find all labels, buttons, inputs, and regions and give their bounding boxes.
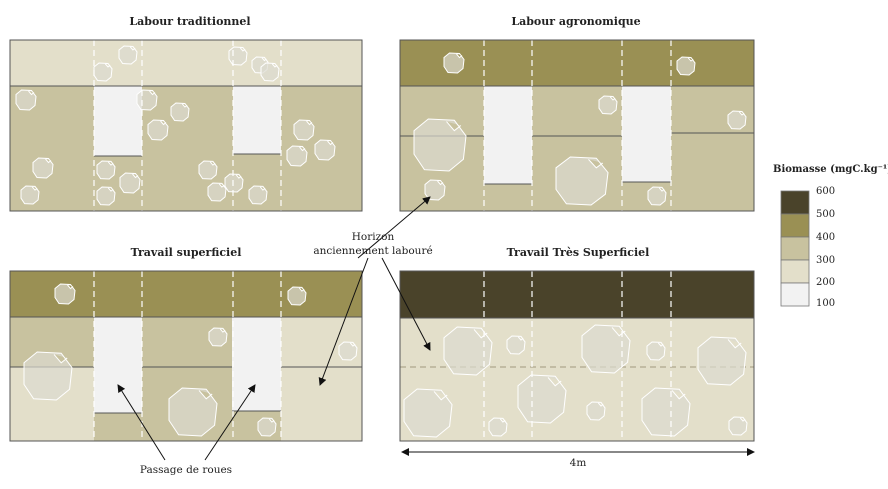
soil-clod-1 [676,56,696,76]
soil-clod-7 [170,102,190,122]
soil-clod-19 [286,145,308,167]
soil-clod-1 [506,335,526,355]
soil-clod-1 [93,62,113,82]
soil-clod-5 [555,156,609,206]
soil-layer-0 [400,271,754,318]
panel-title-travail-tres-superficiel: Travail Très Superficiel [506,246,650,259]
soil-clod-18 [293,119,315,141]
wheels-arrow-1 [117,384,166,461]
panel-travail-superficiel [9,270,363,442]
soil-clod-13 [198,160,218,180]
soil-clod-3 [338,341,358,361]
soil-clod-0 [118,45,138,65]
soil-clod-16 [248,185,268,205]
soil-clod-5 [168,387,218,437]
soil-clod-10 [728,416,748,436]
soil-clod-0 [443,52,465,74]
soil-clod-20 [314,139,336,161]
soil-clod-10 [96,160,116,180]
soil-layer-3 [233,86,281,154]
panel-title-labour-traditionnel: Labour traditionnel [129,15,251,28]
soil-clod-4 [413,118,467,172]
soil-clod-6 [136,89,158,111]
scale-label: 4m [569,457,587,469]
wheels-label: Passage de roues [139,464,233,476]
soil-clod-17 [20,185,40,205]
legend-value-200: 200 [816,277,836,288]
legend-swatch-400 [780,213,810,238]
soil-layer-0 [10,40,362,86]
soil-clod-9 [488,417,508,437]
soil-layer-2 [484,86,532,184]
soil-clod-8 [147,119,169,141]
soil-clod-6 [647,186,667,206]
panel-travail-tres-superficiel [399,270,755,442]
horizon-arrow-1 [357,196,431,259]
horizon-arrow-3 [381,257,431,351]
legend-value-400: 400 [816,232,836,243]
soil-clod-0 [443,326,493,376]
legend-swatches [780,190,810,307]
soil-clod-3 [646,341,666,361]
panel-border [9,39,363,212]
legend-swatch-500 [780,190,810,215]
soil-clod-3 [727,110,747,130]
soil-clod-1 [287,286,307,306]
legend-value-300: 300 [816,255,836,266]
legend-value-600: 600 [816,186,836,197]
soil-clod-8 [641,387,691,437]
horizon-arrow-2 [318,257,369,386]
soil-clod-7 [424,179,446,201]
horizon-label-line2: anciennement labouré [313,245,433,257]
soil-layer-4 [94,317,142,413]
legend-value-100: 100 [816,298,836,309]
soil-clod-5 [403,388,453,438]
legend-swatch-100 [780,282,810,307]
soil-clod-4 [260,62,280,82]
annotation-arrows [117,196,755,461]
soil-clod-9 [32,157,54,179]
panel-title-labour-agronomique: Labour agronomique [511,15,641,28]
soil-clod-5 [15,89,37,111]
soil-clod-2 [208,327,228,347]
legend-value-500: 500 [816,209,836,220]
legend-swatch-300 [780,236,810,261]
panel-border [399,39,755,212]
soil-clod-6 [517,374,567,424]
horizon-label: Horizon anciennement labouré [313,230,432,258]
legend-title: Biomasse (mgC.kg⁻¹) [773,164,888,175]
soil-clod-11 [119,172,141,194]
soil-layer-2 [94,86,142,156]
soil-clod-2 [581,324,631,374]
soil-clod-7 [586,401,606,421]
soil-clod-15 [207,182,227,202]
soil-layer-2 [281,317,362,441]
soil-clod-4 [23,351,73,401]
legend-swatch-200 [780,259,810,284]
soil-clod-0 [54,283,76,305]
soil-clod-4 [697,336,747,386]
panel-labour-agronomique [399,39,755,212]
soil-clod-2 [228,46,248,66]
panel-title-travail-superficiel: Travail superficiel [130,246,242,259]
soil-layer-5 [232,317,281,411]
panel-labour-traditionnel [9,39,363,212]
soil-panels [9,39,755,442]
soil-clod-12 [96,186,116,206]
panel-border [9,270,363,442]
soil-layer-3 [622,86,671,182]
wheels-arrow-2 [204,384,256,461]
soil-clod-14 [224,173,244,193]
horizon-label-line1: Horizon [351,231,395,243]
panel-border [399,270,755,442]
soil-clod-6 [257,417,277,437]
soil-clod-2 [598,95,618,115]
